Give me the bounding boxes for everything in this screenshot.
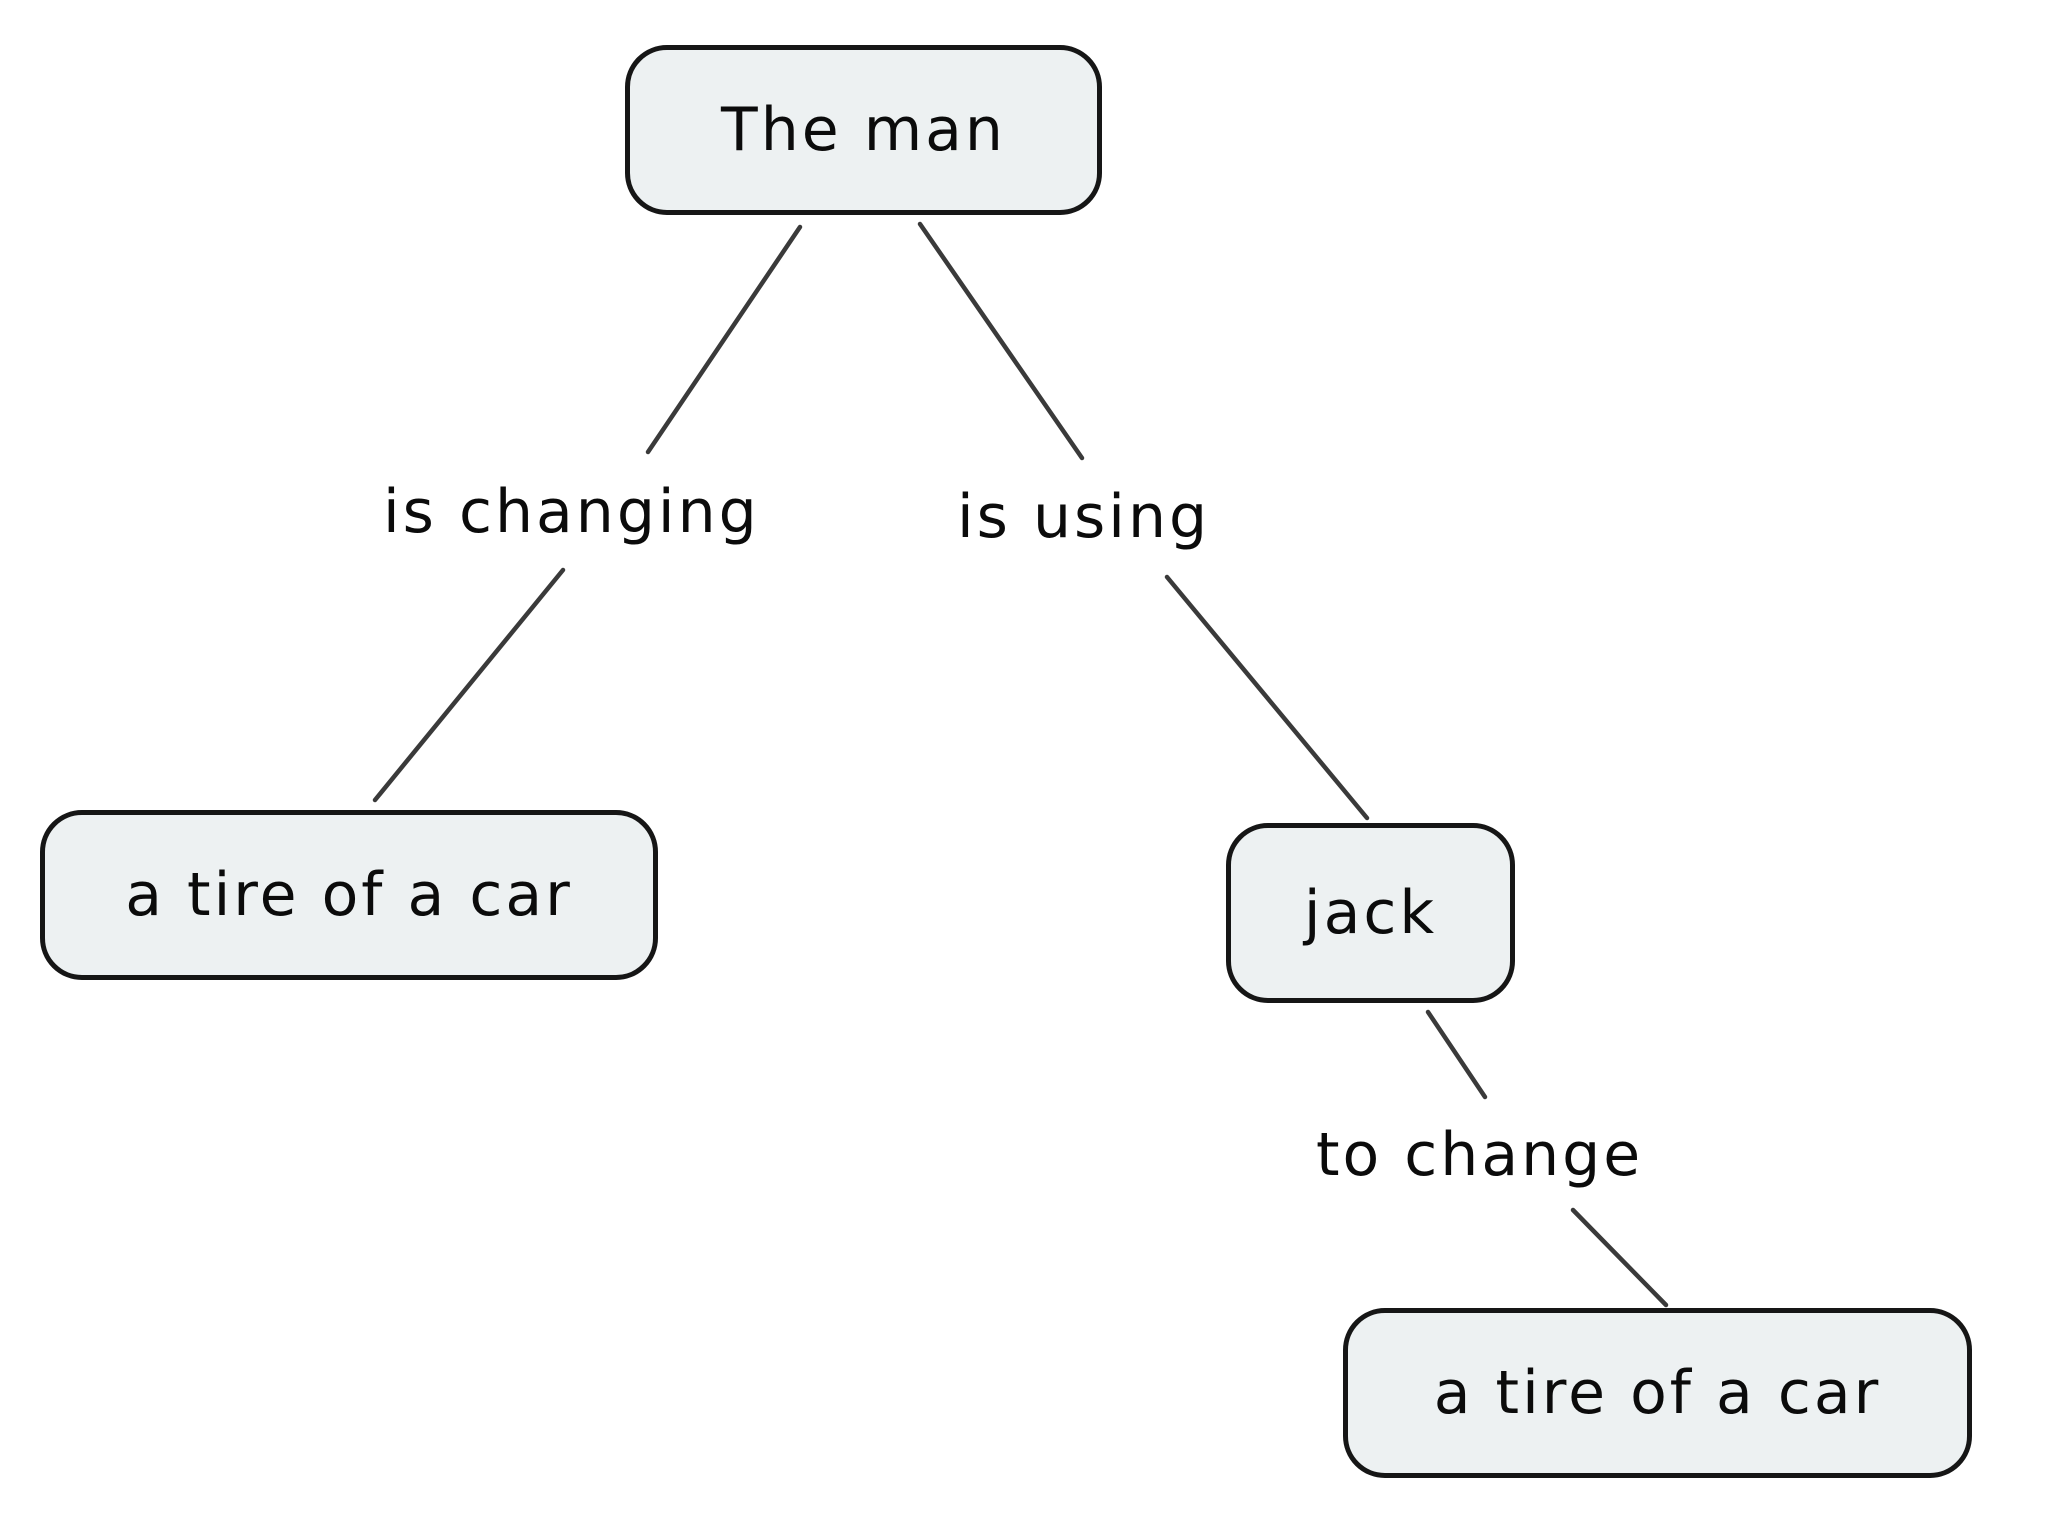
edge-label-is-changing[interactable]: is changing [383, 477, 760, 547]
concept-node-jack[interactable]: jack [1226, 823, 1515, 1003]
edge-line-ischanging-to-tire [372, 567, 566, 803]
concept-node-label: The man [721, 95, 1006, 165]
concept-node-the-man[interactable]: The man [625, 45, 1102, 215]
edge-label-to-change[interactable]: to change [1316, 1120, 1644, 1190]
edge-line-jack-to-tochange [1425, 1009, 1488, 1100]
concept-node-tire-of-car-left[interactable]: a tire of a car [40, 810, 658, 980]
edge-line-man-to-ischanging [645, 224, 803, 455]
concept-node-label: jack [1303, 878, 1438, 948]
edge-label-is-using[interactable]: is using [957, 482, 1211, 552]
concept-node-label: a tire of a car [1433, 1358, 1882, 1428]
edge-line-isusing-to-jack [1164, 574, 1370, 821]
concept-node-tire-of-car-right[interactable]: a tire of a car [1343, 1308, 1972, 1478]
edge-line-tochange-to-tire [1570, 1207, 1669, 1308]
concept-node-label: a tire of a car [125, 860, 573, 930]
edge-line-man-to-isusing [917, 221, 1085, 461]
